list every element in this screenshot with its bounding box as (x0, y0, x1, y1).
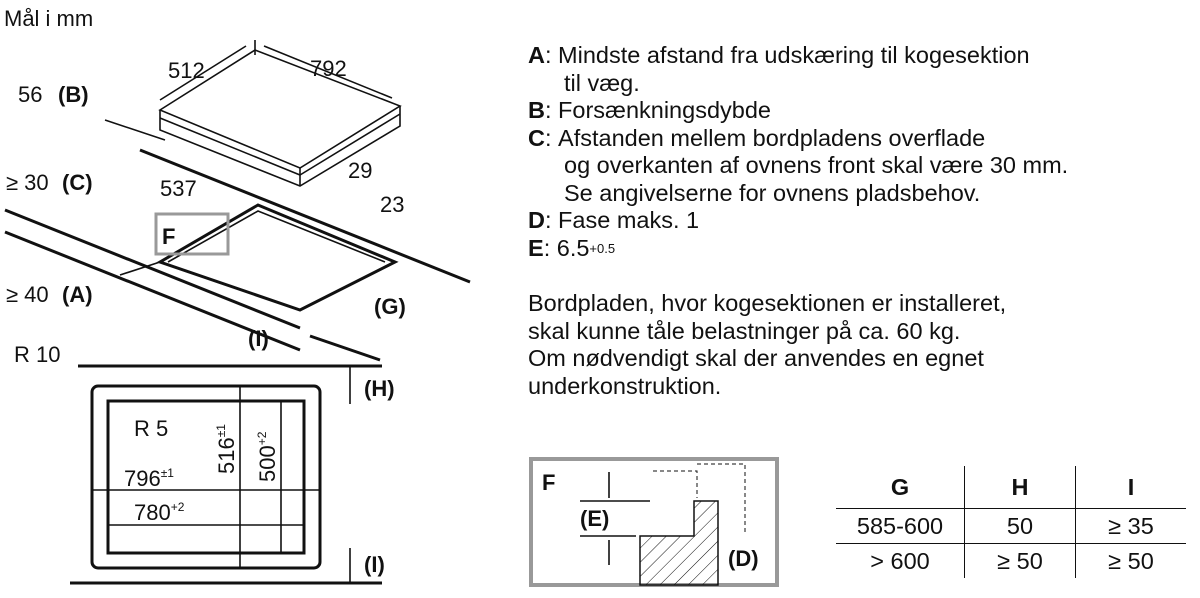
clearance-table: G H I 585-600 50 ≥ 35 > 600 ≥ 50 ≥ 50 (836, 466, 1186, 578)
label-e: (E) (580, 506, 609, 531)
cell: 50 (964, 508, 1076, 544)
dim-516: 516±1 (214, 424, 239, 474)
dim-537: 537 (160, 176, 197, 201)
dim-56: 56 (18, 82, 42, 107)
paragraph-line: Om nødvendigt skal der anvendes en egnet (528, 345, 984, 371)
cutout-plan (70, 364, 382, 585)
label-h: (H) (364, 376, 395, 401)
dim-23: 23 (380, 192, 404, 217)
paragraph-line: Bordpladen, hvor kogesektionen er instal… (528, 290, 1007, 316)
paragraph-line: skal kunne tåle belastninger på ca. 60 k… (528, 317, 961, 344)
note-b: B: Forsænkningsdybde (528, 97, 771, 123)
dim-500: 500+2 (255, 431, 280, 482)
dim-ge40: ≥ 40 (6, 282, 49, 307)
label-i: (I) (248, 326, 269, 351)
note-key: B (528, 97, 545, 123)
dim-780: 780+2 (134, 500, 185, 525)
legend-notes: A: Mindste afstand fra udskæring til kog… (528, 42, 1068, 262)
cell: > 600 (870, 547, 930, 574)
dim-512: 512 (168, 58, 205, 83)
note-text: 6.5 (556, 234, 590, 261)
load-paragraph: Bordpladen, hvor kogesektionen er instal… (528, 290, 1006, 400)
note-c: C: Afstanden mellem bordpladens overflad… (528, 124, 986, 151)
units-title: Mål i mm (4, 6, 93, 31)
note-text: Forsænkningsdybde (558, 97, 771, 123)
radius-10: R 10 (14, 342, 60, 367)
cell: ≥ 50 (964, 543, 1076, 578)
label-c: (C) (62, 170, 93, 195)
note-a: A: Mindste afstand fra udskæring til kog… (528, 42, 1030, 68)
detail-f-marker (154, 212, 230, 256)
dim-ge30: ≥ 30 (6, 170, 49, 195)
label-d: (D) (728, 546, 759, 571)
table-row: 585-600 50 ≥ 35 (836, 508, 1186, 544)
detail-f (529, 457, 779, 587)
label-g: (G) (374, 294, 406, 319)
label-f: F (162, 224, 175, 249)
table-header: G H I (836, 466, 1186, 509)
note-text: Se angivelserne for ovnens pladsbehov. (564, 179, 981, 206)
dim-29: 29 (348, 158, 372, 183)
paragraph-line: underkonstruktion. (528, 372, 722, 399)
detail-f-title: F (542, 470, 555, 495)
label-a: (A) (62, 282, 93, 307)
dim-792: 792 (310, 56, 347, 81)
header-i: I (1075, 466, 1186, 509)
label-b: (B) (58, 82, 89, 107)
table-row: > 600 ≥ 50 ≥ 50 (836, 543, 1186, 578)
cell: ≥ 50 (1075, 543, 1186, 578)
note-key: A (528, 42, 545, 68)
label-i-bottom: (I) (364, 552, 385, 577)
note-text: til væg. (564, 69, 640, 96)
countertop-drawing (4, 119, 471, 362)
note-e: E: 6.5+0.5 (528, 234, 616, 261)
cell: 585-600 (836, 508, 965, 544)
hob-drawing (158, 40, 402, 187)
radius-5: R 5 (134, 416, 168, 441)
note-text: Fase maks. 1 (558, 207, 700, 233)
note-text: Afstanden mellem bordpladens overflade (558, 124, 986, 151)
note-key: D (528, 207, 545, 233)
note-text: Mindste afstand fra udskæring til kogese… (558, 42, 1030, 68)
header-g: G (836, 466, 965, 509)
header-h: H (964, 466, 1076, 509)
cell: ≥ 35 (1075, 508, 1186, 544)
note-text: og overkanten af ovnens front skal være … (564, 152, 1069, 178)
note-sup: +0.5 (589, 240, 616, 256)
note-key: C (528, 124, 545, 151)
note-key: E (528, 234, 544, 261)
note-d: D: Fase maks. 1 (528, 207, 700, 233)
dim-796: 796±1 (124, 466, 174, 491)
